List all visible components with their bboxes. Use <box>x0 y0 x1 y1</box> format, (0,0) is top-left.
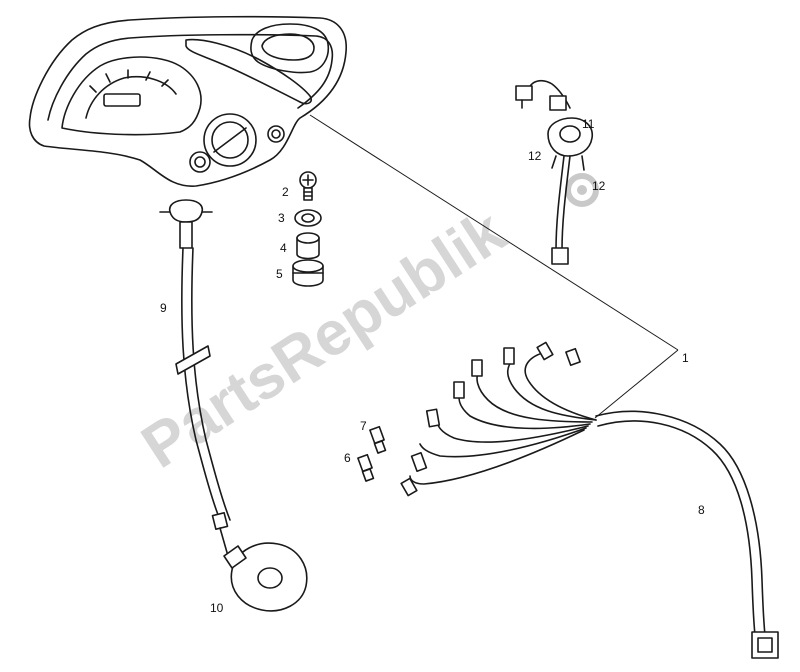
connector-set <box>400 341 581 497</box>
callout-8: 8 <box>698 503 705 517</box>
callout-4: 4 <box>280 241 287 255</box>
grommet-part-5 <box>292 259 324 287</box>
bulb-part-6 <box>357 453 375 482</box>
callout-12-right: 12 <box>592 179 606 193</box>
callout-2: 2 <box>282 185 289 199</box>
callout-12-left: 12 <box>528 149 542 163</box>
callout-1: 1 <box>682 351 689 365</box>
bulb-part-7 <box>369 425 387 454</box>
speedometer-cable-part-9 <box>159 199 231 557</box>
callout-10: 10 <box>210 601 224 615</box>
callout-3: 3 <box>278 211 285 225</box>
watermark-gear-icon <box>565 173 599 207</box>
screw-part-2 <box>299 171 317 201</box>
speedometer-drive-part-10 <box>223 542 308 612</box>
washer-part-3 <box>294 209 322 227</box>
ignition-switch-part-11 <box>515 79 594 265</box>
spacer-part-4 <box>296 232 320 260</box>
leader-lines <box>309 114 679 419</box>
callout-11: 11 <box>582 117 595 131</box>
callout-7: 7 <box>360 419 367 433</box>
callout-9: 9 <box>160 301 167 315</box>
instrument-panel <box>28 15 347 187</box>
wiring-harness-part-8 <box>400 341 779 659</box>
callout-6: 6 <box>344 451 351 465</box>
callout-labels: 1 2 3 4 5 6 7 8 9 10 11 12 12 <box>160 117 705 615</box>
callout-5: 5 <box>276 267 283 281</box>
